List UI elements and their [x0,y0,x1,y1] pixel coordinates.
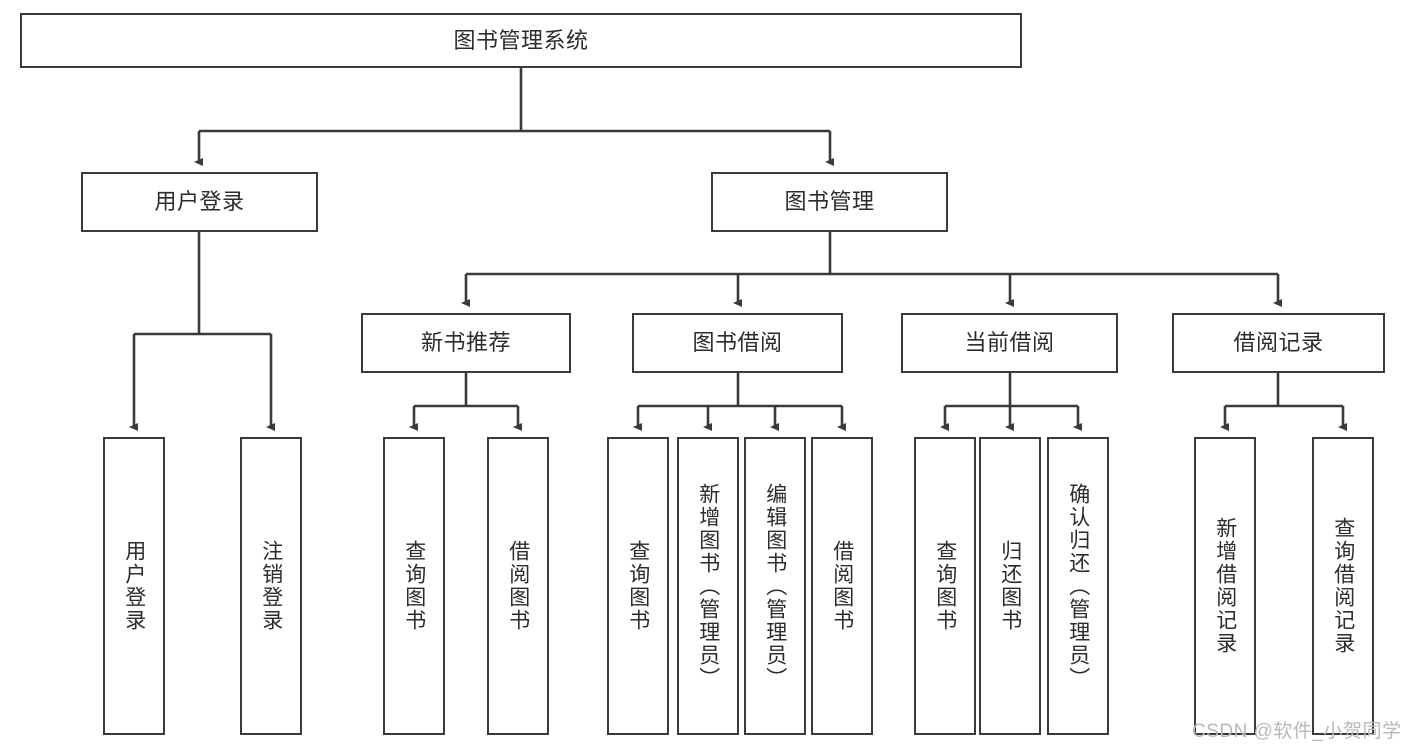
node-book-manage-label: 图书管理 [784,189,875,215]
node-borrow-record-label: 借阅记录 [1233,330,1324,356]
node-leaf-edit-book[interactable]: 编辑图书（管理员） [744,437,806,735]
node-root[interactable]: 图书管理系统 [20,13,1022,68]
node-current-borrow-label: 当前借阅 [964,330,1055,356]
node-user-login[interactable]: 用户登录 [81,172,318,232]
node-leaf-borrow-book-2-label: 借阅图书 [830,540,854,632]
node-new-book-rec[interactable]: 新书推荐 [361,313,571,373]
node-book-manage[interactable]: 图书管理 [711,172,948,232]
node-leaf-add-book-label: 新增图书（管理员） [696,482,720,690]
node-leaf-user-login-label: 用户登录 [122,540,146,632]
node-current-borrow[interactable]: 当前借阅 [901,313,1118,373]
node-leaf-logout-label: 注销登录 [259,540,283,632]
node-book-borrow[interactable]: 图书借阅 [632,313,843,373]
node-leaf-query-book-2[interactable]: 查询图书 [607,437,669,735]
node-leaf-edit-book-label: 编辑图书（管理员） [763,482,787,690]
node-leaf-add-book[interactable]: 新增图书（管理员） [677,437,739,735]
node-leaf-query-book-3-label: 查询图书 [933,540,957,632]
node-leaf-query-book-2-label: 查询图书 [626,540,650,632]
node-leaf-query-book-3[interactable]: 查询图书 [914,437,976,735]
node-leaf-query-record-label: 查询借阅记录 [1331,517,1355,655]
node-new-book-rec-label: 新书推荐 [420,330,511,356]
node-book-borrow-label: 图书借阅 [692,330,783,356]
node-leaf-add-record-label: 新增借阅记录 [1213,517,1237,655]
node-leaf-borrow-book-1-label: 借阅图书 [506,540,530,632]
node-leaf-return-book[interactable]: 归还图书 [979,437,1041,735]
watermark: CSDN @软件_小贺同学 [1192,721,1402,742]
node-root-label: 图书管理系统 [453,27,589,53]
node-leaf-logout[interactable]: 注销登录 [240,437,302,735]
node-leaf-add-record[interactable]: 新增借阅记录 [1194,437,1256,735]
node-leaf-return-book-label: 归还图书 [998,540,1022,632]
node-borrow-record[interactable]: 借阅记录 [1172,313,1385,373]
node-user-login-label: 用户登录 [154,189,245,215]
node-leaf-query-book-1-label: 查询图书 [402,540,426,632]
node-leaf-user-login[interactable]: 用户登录 [103,437,165,735]
node-leaf-borrow-book-1[interactable]: 借阅图书 [487,437,549,735]
node-leaf-borrow-book-2[interactable]: 借阅图书 [811,437,873,735]
node-leaf-confirm-return[interactable]: 确认归还（管理员） [1047,437,1109,735]
node-leaf-query-book-1[interactable]: 查询图书 [383,437,445,735]
node-leaf-query-record[interactable]: 查询借阅记录 [1312,437,1374,735]
node-leaf-confirm-return-label: 确认归还（管理员） [1066,482,1090,690]
